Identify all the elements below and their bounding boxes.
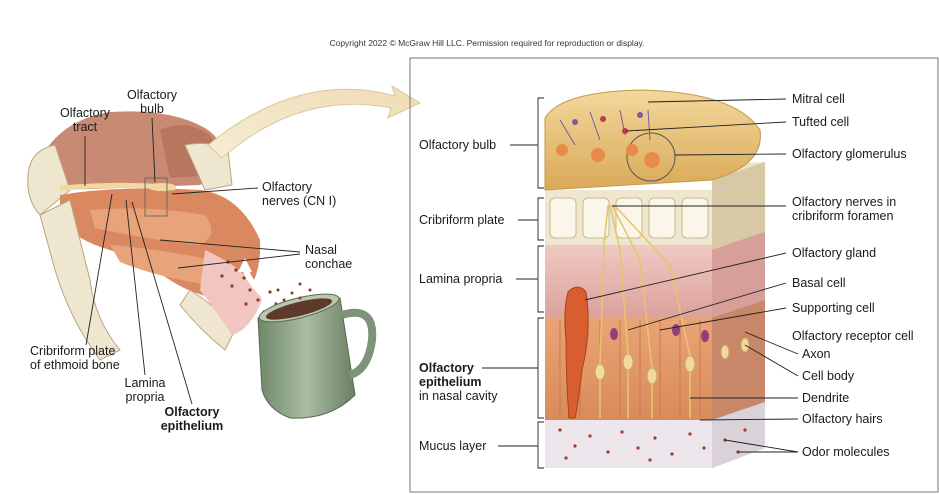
label-mitral-cell: Mitral cell (792, 92, 845, 106)
coffee-mug (257, 282, 377, 419)
left-figure-labels: Olfactory tract Olfactory bulb Olfactory… (30, 88, 352, 433)
label-olfactory-nerves-2: nerves (CN I) (262, 194, 336, 208)
label-olfactory-nerves-foramen: Olfactory nerves in (792, 195, 896, 209)
label-axon: Axon (802, 347, 831, 361)
label-nasal-conchae-2: conchae (305, 257, 352, 271)
label-dendrite: Dendrite (802, 391, 849, 405)
region-labels: Olfactory bulb Cribriform plate Lamina p… (419, 138, 504, 453)
region-lamina-propria: Lamina propria (419, 272, 502, 286)
region-epithelium-bold-2: epithelium (419, 375, 482, 389)
region-mucus-layer: Mucus layer (419, 439, 486, 453)
label-olfactory-hairs: Olfactory hairs (802, 412, 883, 426)
label-olfactory-nerves: Olfactory (262, 180, 313, 194)
label-olfactory-gland: Olfactory gland (792, 246, 876, 260)
detail-panel-frame (409, 57, 939, 493)
label-cell-body: Cell body (802, 369, 855, 383)
tissue-block (545, 162, 765, 468)
label-nasal-conchae: Nasal (305, 243, 337, 257)
region-epithelium-sub: in nasal cavity (419, 389, 498, 403)
region-epithelium-bold: Olfactory (419, 361, 474, 375)
label-odor-molecules: Odor molecules (802, 445, 890, 459)
label-olfactory-bulb-2: bulb (140, 102, 164, 116)
label-olfactory-glomerulus: Olfactory glomerulus (792, 147, 907, 161)
label-olfactory-bulb: Olfactory (127, 88, 178, 102)
label-supporting-cell: Supporting cell (792, 301, 875, 315)
label-cribriform-plate-2: of ethmoid bone (30, 358, 120, 372)
label-olfactory-epithelium: Olfactory (165, 405, 220, 419)
label-cribriform-plate: Cribriform plate (30, 344, 115, 358)
label-tufted-cell: Tufted cell (792, 115, 849, 129)
label-olfactory-tract-2: tract (73, 120, 98, 134)
olfactory-bulb-dome (544, 89, 761, 191)
region-olfactory-bulb: Olfactory bulb (419, 138, 496, 152)
zoom-arrow (207, 84, 422, 159)
label-olfactory-tract: Olfactory (60, 106, 111, 120)
label-olfactory-receptor-cell: Olfactory receptor cell (792, 329, 914, 343)
label-lamina-propria: Lamina (125, 376, 166, 390)
copyright-notice: Copyright 2022 © McGraw Hill LLC. Permis… (329, 38, 644, 48)
region-cribriform-plate: Cribriform plate (419, 213, 504, 227)
region-brackets (482, 97, 544, 469)
right-labels: Mitral cell Tufted cell Olfactory glomer… (584, 92, 914, 459)
label-olfactory-epithelium-2: epithelium (161, 419, 224, 433)
label-lamina-propria-2: propria (126, 390, 165, 404)
label-olfactory-nerves-foramen-2: cribriform foramen (792, 209, 893, 223)
head-cross-section (27, 111, 278, 361)
label-basal-cell: Basal cell (792, 276, 846, 290)
